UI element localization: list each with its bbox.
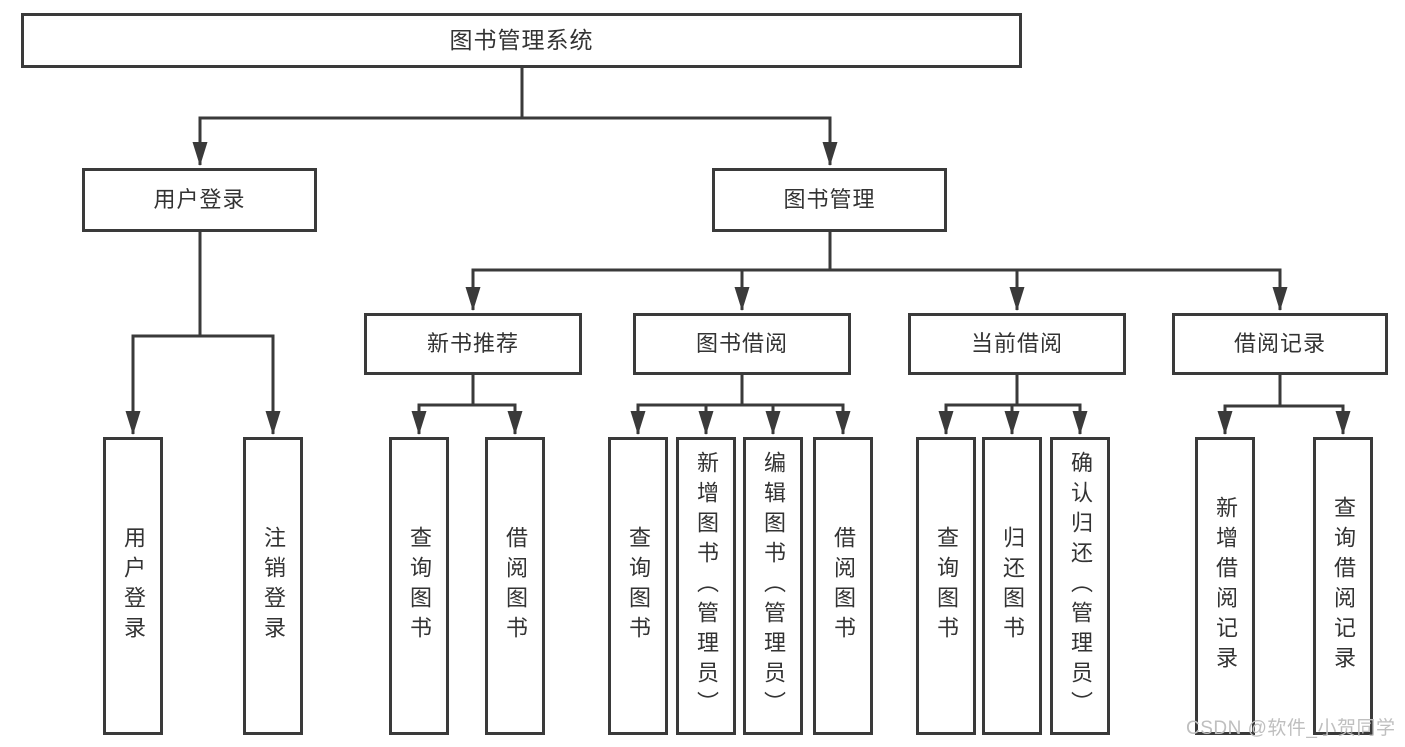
leaf-add-books-admin: 新增图书（管理员）	[676, 437, 736, 735]
node-label: 查询借阅记录	[1331, 496, 1356, 676]
node-label: 借阅图书	[831, 526, 856, 646]
node-root-book-management-system: 图书管理系统	[21, 13, 1022, 68]
leaf-edit-books-admin: 编辑图书（管理员）	[743, 437, 803, 735]
leaf-query-borrow-record: 查询借阅记录	[1313, 437, 1373, 735]
node-label: 查询图书	[626, 526, 651, 646]
node-label: 查询图书	[407, 526, 432, 646]
node-current-borrow: 当前借阅	[908, 313, 1126, 375]
node-new-book-recommend: 新书推荐	[364, 313, 582, 375]
node-borrow-record: 借阅记录	[1172, 313, 1388, 375]
node-user-login: 用户登录	[82, 168, 317, 232]
node-label: 用户登录	[121, 526, 146, 646]
leaf-borrow-books: 借阅图书	[813, 437, 873, 735]
node-label: 新增借阅记录	[1213, 496, 1238, 676]
leaf-query-books-recommend: 查询图书	[389, 437, 449, 735]
node-label: 注销登录	[261, 526, 286, 646]
node-label: 新增图书（管理员）	[694, 451, 719, 721]
node-label: 用户登录	[153, 187, 246, 212]
node-label: 归还图书	[1000, 526, 1025, 646]
node-label: 当前借阅	[970, 331, 1063, 356]
leaf-return-books: 归还图书	[982, 437, 1042, 735]
node-label: 图书借阅	[695, 331, 788, 356]
leaf-user-login: 用户登录	[103, 437, 163, 735]
node-label: 借阅记录	[1233, 331, 1326, 356]
node-label: 图书管理系统	[449, 27, 594, 53]
node-label: 查询图书	[934, 526, 959, 646]
leaf-confirm-return-admin: 确认归还（管理员）	[1050, 437, 1110, 735]
node-book-borrow: 图书借阅	[633, 313, 851, 375]
leaf-logout: 注销登录	[243, 437, 303, 735]
node-label: 新书推荐	[426, 331, 519, 356]
csdn-watermark: CSDN @软件_小贺同学	[1186, 718, 1396, 739]
leaf-query-books-current: 查询图书	[916, 437, 976, 735]
node-label: 图书管理	[783, 187, 876, 212]
node-label: 编辑图书（管理员）	[761, 451, 786, 721]
leaf-borrow-books-recommend: 借阅图书	[485, 437, 545, 735]
leaf-add-borrow-record: 新增借阅记录	[1195, 437, 1255, 735]
node-label: 确认归还（管理员）	[1068, 451, 1093, 721]
node-book-management: 图书管理	[712, 168, 947, 232]
leaf-query-books-borrow: 查询图书	[608, 437, 668, 735]
node-label: 借阅图书	[503, 526, 528, 646]
